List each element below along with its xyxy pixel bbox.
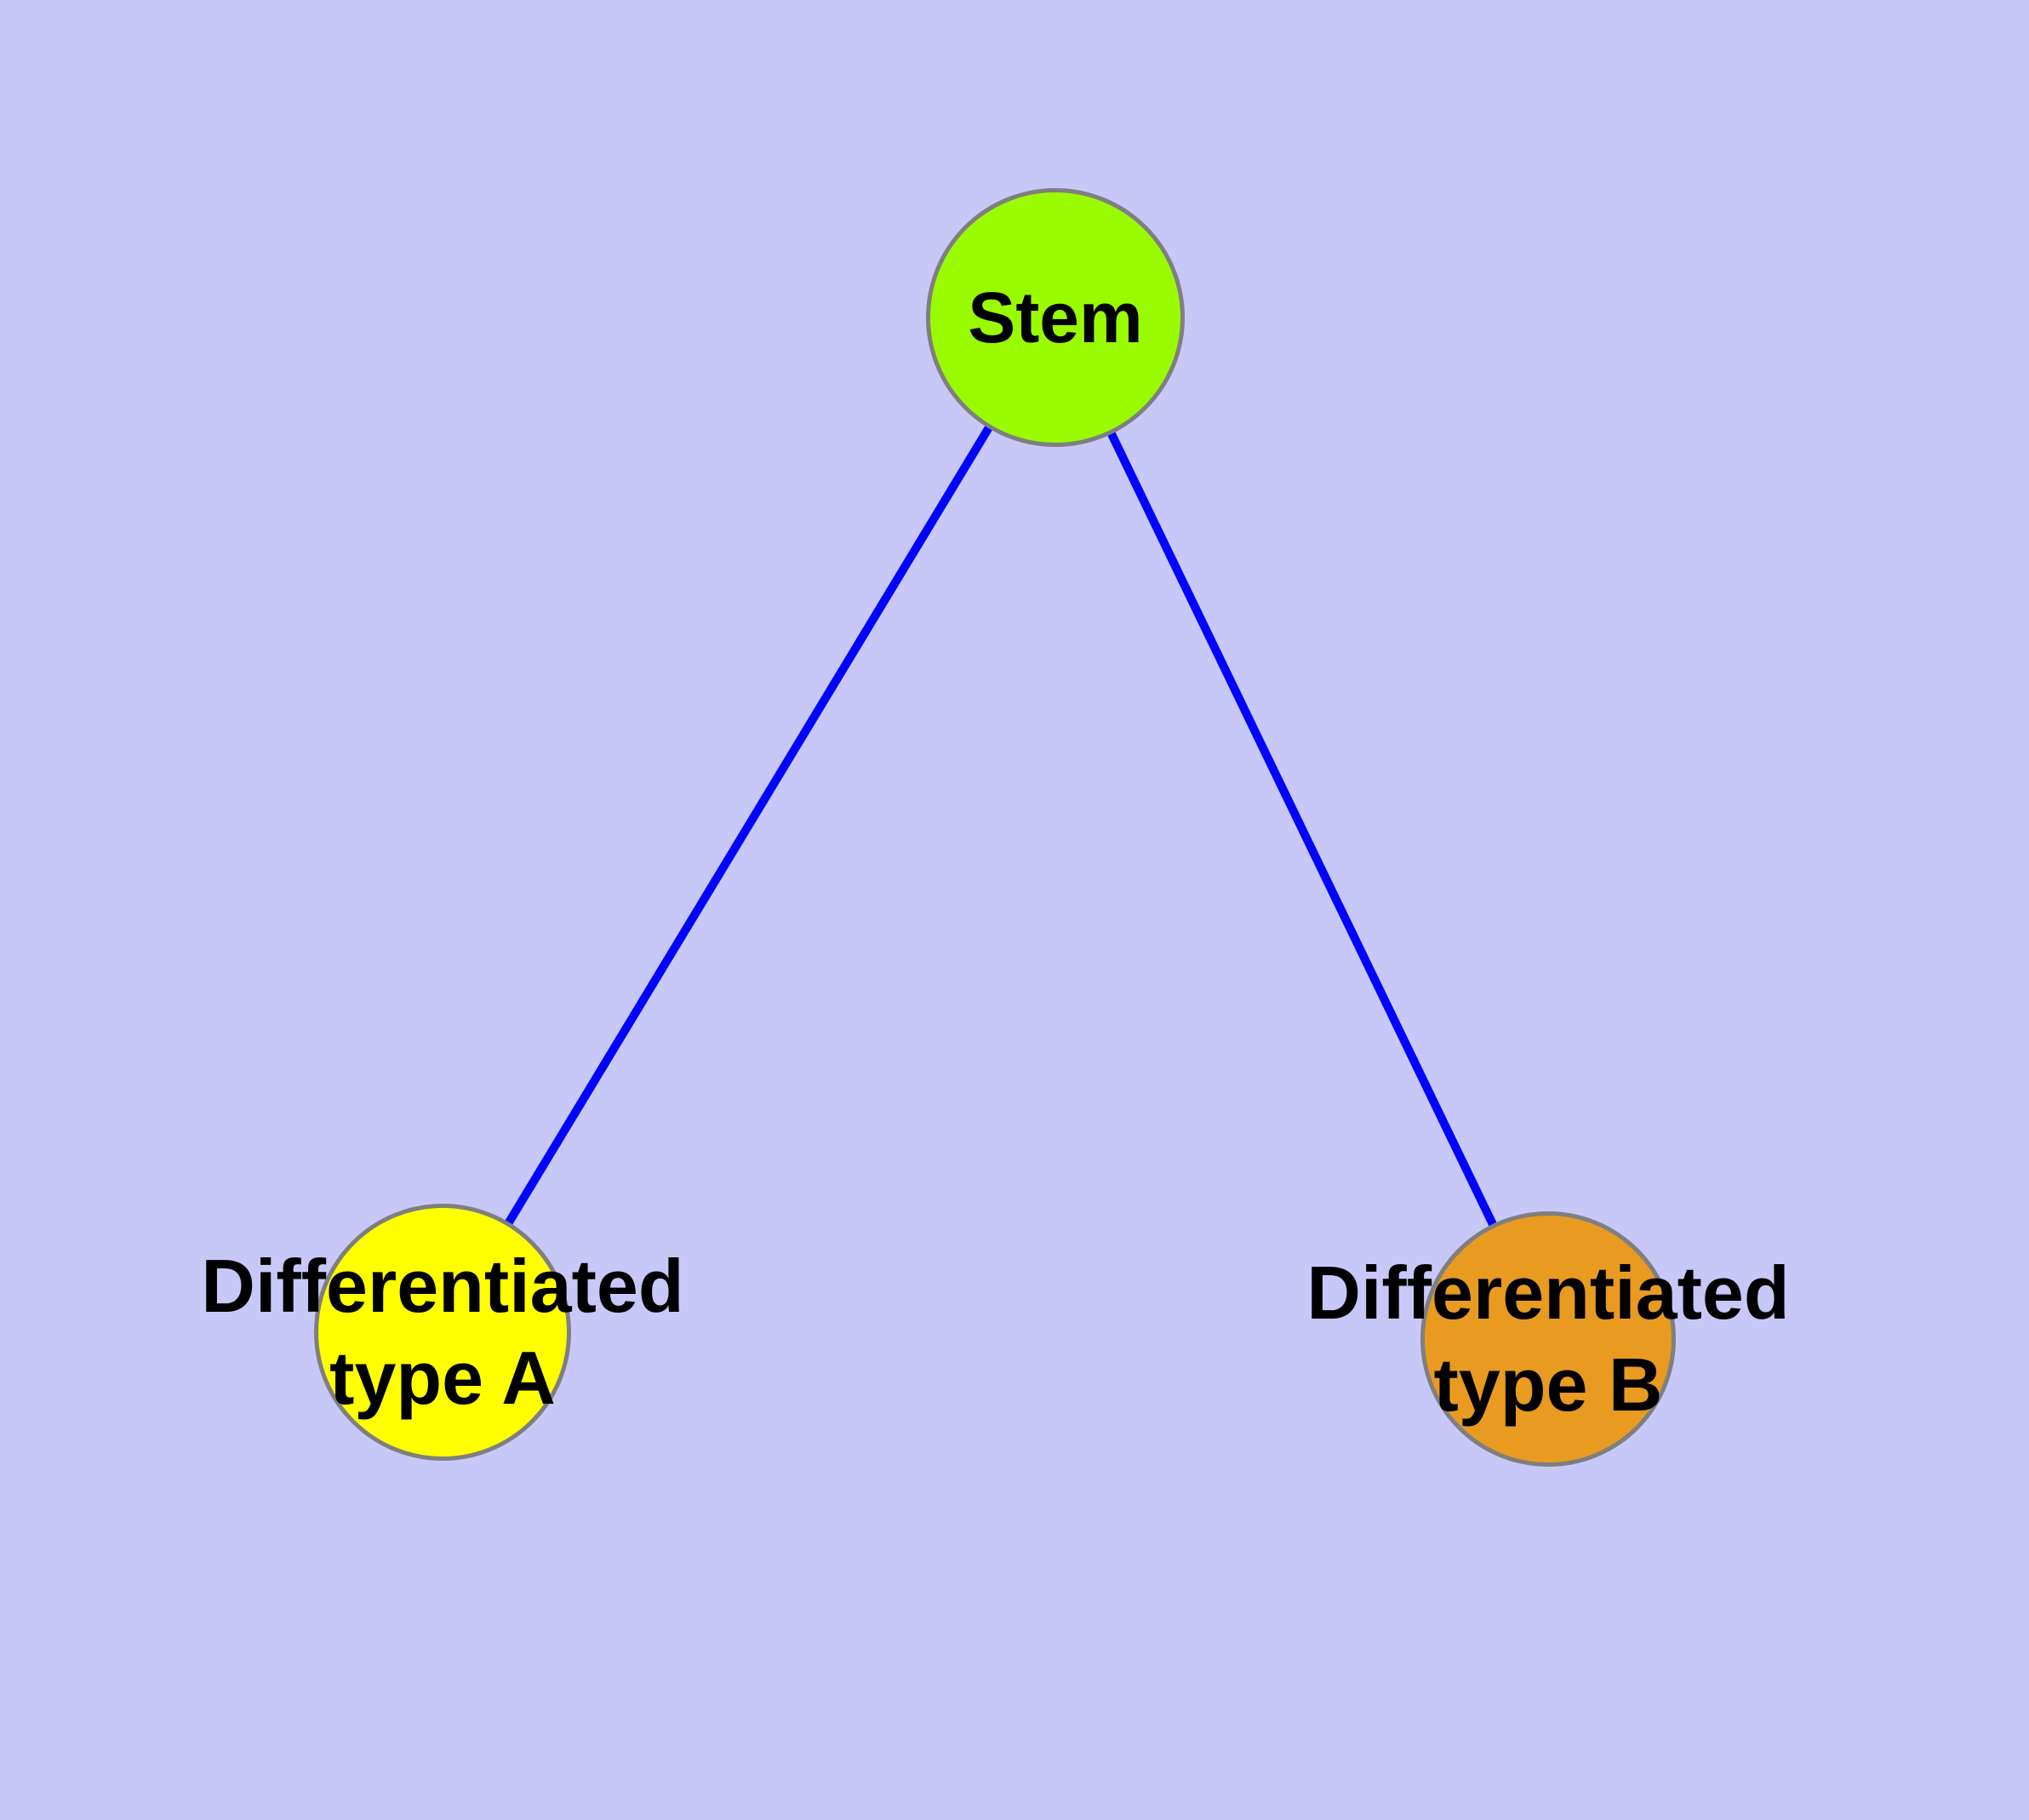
node-stem-label: Stem (968, 278, 1143, 358)
node-differentiated-type-b[interactable] (1420, 1211, 1676, 1467)
node-differentiated-type-a[interactable] (314, 1204, 571, 1461)
node-stem[interactable]: Stem (926, 188, 1185, 447)
edge-stem-to-type-a (438, 315, 1060, 1335)
edge-stem-to-type-b (1051, 315, 1552, 1342)
